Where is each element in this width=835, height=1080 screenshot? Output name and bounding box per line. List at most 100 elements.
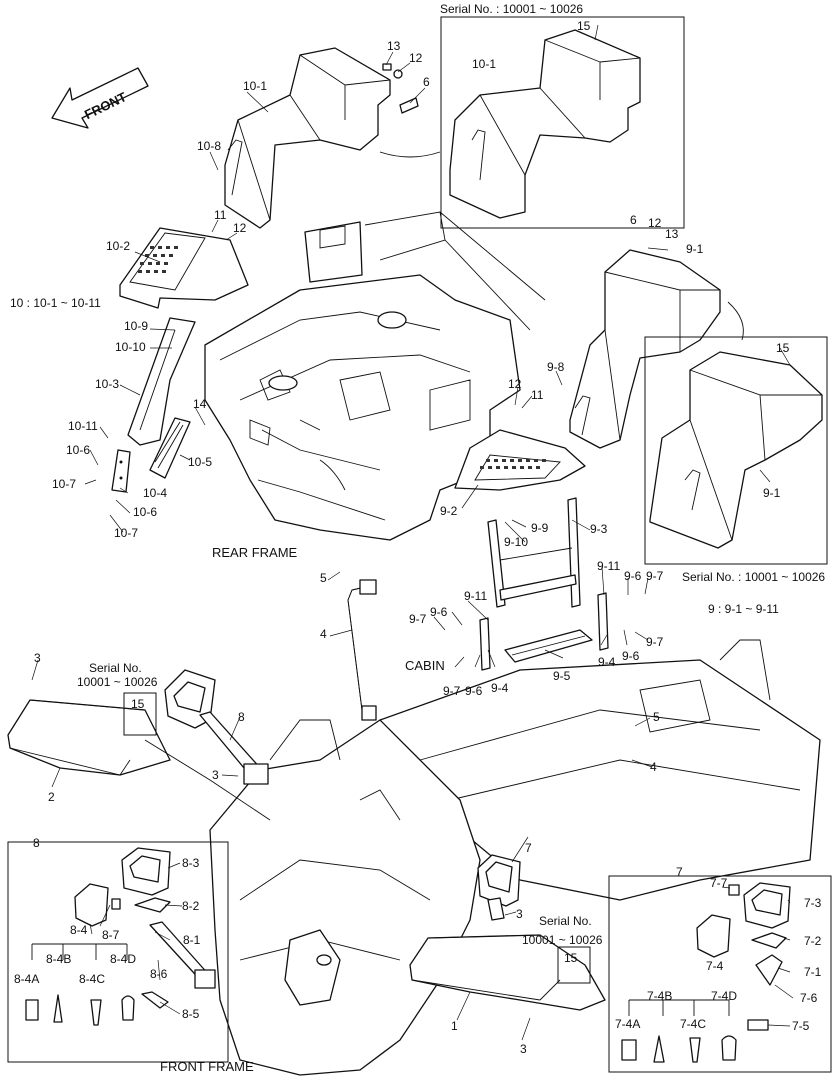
- fender-2: [7, 699, 271, 821]
- step-10-5: [149, 417, 191, 479]
- callout-10-10: 10-10: [115, 340, 146, 354]
- rear-frame: [204, 211, 546, 541]
- inset-lamp-8-title: 8: [33, 836, 40, 850]
- inset-lamp-7-title: 7: [676, 865, 683, 879]
- callout-9-8: 9-8: [547, 360, 565, 374]
- callout-9-10: 9-10: [504, 535, 528, 549]
- ladder-9-3: [487, 497, 581, 608]
- callout-7-4D: 7-4D: [711, 989, 737, 1003]
- handrail-4-left: [347, 579, 377, 721]
- callout-7-5: 7-5: [792, 1019, 810, 1033]
- boxed-ref-left: [123, 692, 157, 736]
- callout-7-4: 7-4: [706, 959, 724, 973]
- callout-10-1: 10-1: [243, 79, 267, 93]
- callout-3: 3: [520, 1042, 527, 1056]
- callout-8-3: 8-3: [182, 856, 200, 870]
- lamp-7-exploded: [621, 882, 791, 1063]
- callout-9-2: 9-2: [440, 504, 458, 518]
- inset-connector-right: [727, 301, 744, 341]
- callout-10-7: 10-7: [52, 477, 76, 491]
- callout-9-7: 9-7: [646, 569, 664, 583]
- callout-12: 12: [409, 51, 423, 65]
- group-note-9: 9 : 9-1 ~ 9-11: [708, 602, 779, 616]
- inset-lamp-8: [7, 841, 229, 1063]
- work-lamp-7: [477, 854, 521, 921]
- callout-2: 2: [48, 790, 55, 804]
- boxed-ref-left-label: 15: [131, 697, 145, 711]
- callout-11: 11: [531, 388, 544, 402]
- callout-8-4B: 8-4B: [46, 952, 71, 966]
- fender-1: [409, 934, 606, 1011]
- callout-8-6: 8-6: [150, 967, 168, 981]
- serial-note-top: Serial No. : 10001 ~ 10026: [440, 2, 583, 16]
- callout-9-1: 9-1: [763, 486, 781, 500]
- bracket-10-4: [111, 449, 131, 493]
- callout-4: 4: [320, 627, 327, 641]
- step-9-2: [454, 429, 586, 491]
- callout-12: 12: [233, 221, 247, 235]
- callout-11: 11: [214, 208, 227, 222]
- inset-serial-10-1: [440, 16, 685, 229]
- callout-6: 6: [630, 213, 637, 227]
- callout-8-4D: 8-4D: [110, 952, 136, 966]
- fender-cover-10-1: [224, 47, 391, 229]
- serial-note-left-1: Serial No.: [89, 661, 142, 675]
- callout-9-5: 9-5: [553, 669, 571, 683]
- callout-10-3: 10-3: [95, 377, 119, 391]
- boxed-ref-bottom: [557, 946, 591, 984]
- callout-8: 8: [238, 710, 245, 724]
- front-arrow: FRONT: [51, 67, 149, 129]
- callout-9-6: 9-6: [430, 605, 448, 619]
- callout-3: 3: [34, 651, 41, 665]
- label-cabin: CABIN: [405, 658, 445, 673]
- callout-10-11: 10-11: [68, 419, 98, 433]
- callout-7-6: 7-6: [800, 991, 818, 1005]
- callout-8-1: 8-1: [183, 933, 201, 947]
- callout-10-6: 10-6: [133, 505, 157, 519]
- leader-lines: [31, 24, 794, 1041]
- callout-7-3: 7-3: [804, 896, 822, 910]
- callout-8-4A: 8-4A: [14, 972, 39, 986]
- callout-10-4: 10-4: [143, 486, 167, 500]
- boxed-ref-bottom-label: 15: [564, 951, 578, 965]
- inset-serial-9-1: [644, 336, 828, 565]
- callout-9-3: 9-3: [590, 522, 608, 536]
- callout-9-11: 9-11: [464, 589, 487, 603]
- callout-labels: 13 12 6 10-1 10-8 11 12 10-2 10-9 10-10 …: [14, 19, 822, 1056]
- brackets-9-4: [479, 592, 609, 671]
- callout-9-11: 9-11: [597, 559, 620, 573]
- callout-9-7: 9-7: [409, 612, 427, 626]
- callout-7-4B: 7-4B: [647, 989, 672, 1003]
- callout-5: 5: [320, 571, 327, 585]
- callout-7: 7: [525, 841, 532, 855]
- fender-cover-10-1-inset: [449, 29, 641, 219]
- callout-10-5: 10-5: [188, 455, 212, 469]
- callout-3: 3: [516, 907, 523, 921]
- inset-lamp-7: [608, 875, 832, 1073]
- callout-9-6: 9-6: [622, 649, 640, 663]
- callout-15: 15: [577, 19, 591, 33]
- group-note-10: 10 : 10-1 ~ 10-11: [10, 296, 101, 310]
- callout-7-7: 7-7: [710, 876, 728, 890]
- callout-9-6: 9-6: [465, 684, 483, 698]
- callout-8-4C: 8-4C: [79, 972, 105, 986]
- callout-7-2: 7-2: [804, 934, 822, 948]
- callout-7-1: 7-1: [804, 965, 822, 979]
- callout-7-4A: 7-4A: [615, 1017, 640, 1031]
- callout-4: 4: [650, 760, 657, 774]
- callout-10-9: 10-9: [124, 319, 148, 333]
- handrail-10-3: [127, 317, 196, 446]
- serial-note-left-2: 10001 ~ 10026: [77, 675, 158, 689]
- callout-10-2: 10-2: [106, 239, 130, 253]
- callout-9-4: 9-4: [598, 655, 616, 669]
- callout-8-5: 8-5: [182, 1007, 200, 1021]
- callout-15: 15: [776, 341, 790, 355]
- callout-12: 12: [648, 216, 662, 230]
- work-lamp-8: [164, 669, 269, 785]
- callout-10-1: 10-1: [472, 57, 496, 71]
- serial-note-right: Serial No. : 10001 ~ 10026: [682, 570, 825, 584]
- fender-cover-9-1-inset: [649, 351, 823, 549]
- callout-8-2: 8-2: [182, 899, 200, 913]
- inset-connector-top: [379, 151, 441, 158]
